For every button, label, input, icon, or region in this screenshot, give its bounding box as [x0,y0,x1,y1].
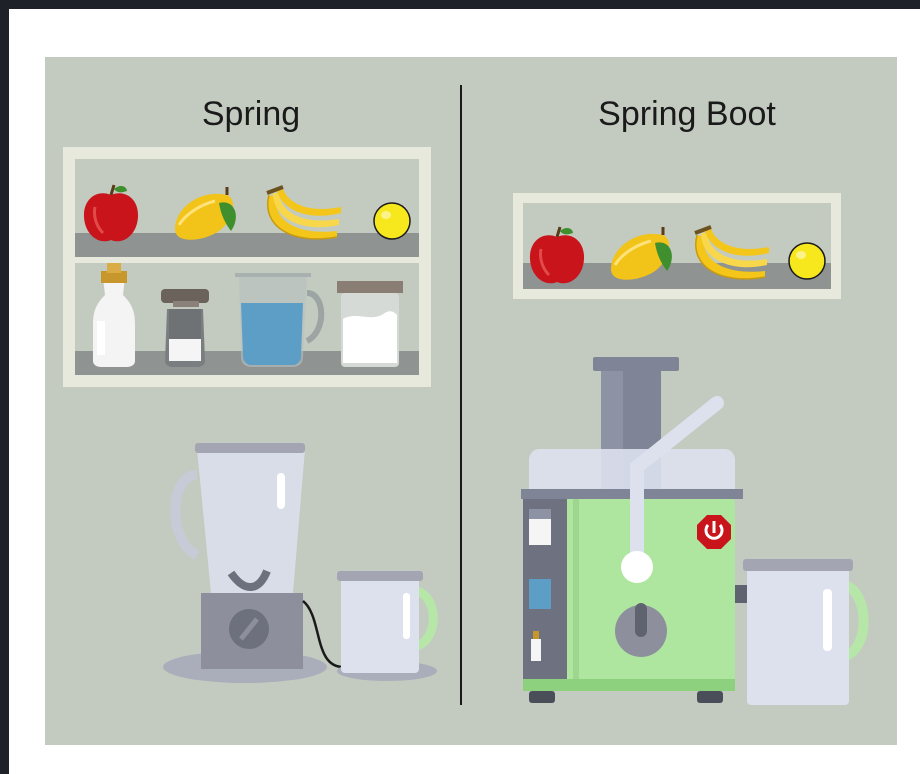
sugar-jar-icon [337,281,403,367]
blender-icon [163,443,345,683]
comparison-panel: Spring Spring Boot [45,57,897,745]
lemon-icon [789,243,825,279]
salt-shaker-icon [161,289,209,367]
juice-cup-icon [743,559,864,705]
juice-cup-icon [337,571,437,681]
lemon-icon [374,203,410,239]
illustration [45,57,897,745]
power-icon [697,515,731,549]
page-sheet: Spring Spring Boot [9,9,920,774]
